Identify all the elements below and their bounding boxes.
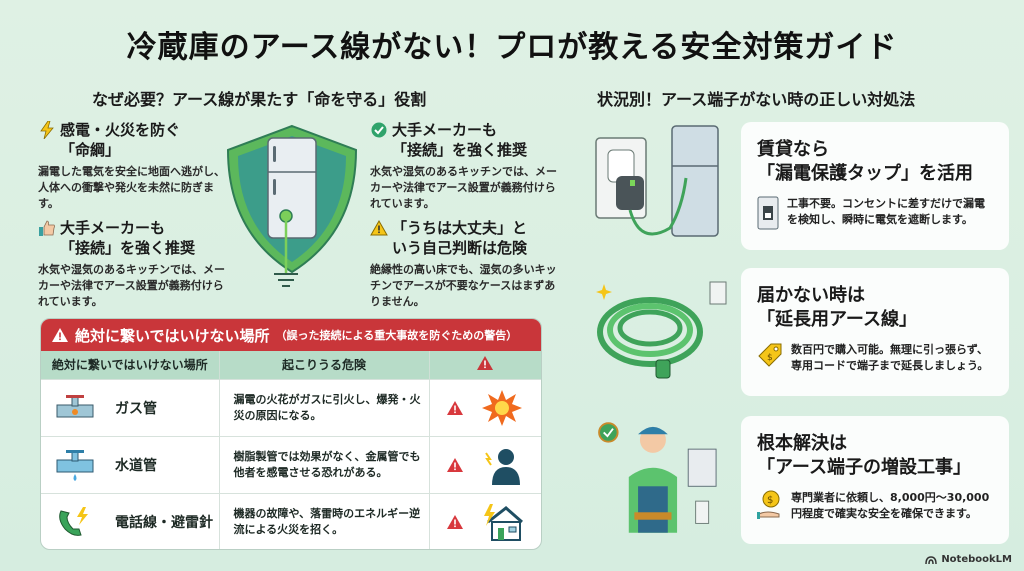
electrician-illustration — [598, 422, 717, 533]
warning-icon — [477, 356, 494, 371]
warning-table: 絶対に繋いではいけない場所 （誤った接続による重大事故を防ぐための警告） 絶対に… — [40, 318, 542, 550]
info-block-lifeline: 感電・火災を防ぐ「命綱」 漏電した電気を安全に地面へ逃がし、人体への衝撃や発火を… — [38, 120, 228, 212]
svg-text:$: $ — [767, 495, 773, 506]
card-title: 届かない時は「延長用アース線」 — [757, 285, 918, 330]
warning-icon — [52, 328, 68, 342]
notebooklm-logo-icon — [925, 555, 938, 564]
brand-watermark: NotebookLM — [925, 554, 1012, 565]
info-block-recommend: 大手メーカーも「接続」を強く推奨 水気や湿気のあるキッチンでは、メーカーや法律で… — [38, 218, 228, 310]
risk-text: 機器の故障や、落雷時のエネルギー逆流による火災を招く。 — [233, 506, 421, 536]
phone-lightning-icon — [59, 506, 88, 536]
warning-icon — [447, 457, 464, 472]
risk-text: 漏電の火花がガスに引火し、爆発・火災の原因になる。 — [233, 392, 421, 422]
page-title: 冷蔵庫のアース線がない！プロが教える安全対策ガイド — [126, 30, 898, 65]
gas-pipe-icon — [56, 394, 94, 417]
card-leakage-tap: 賃貸なら「漏電保護タップ」を活用 工事不要。コンセントに差すだけで漏電を検知し、… — [741, 122, 1009, 250]
column-header-place: 絶対に繋いではいけない場所 — [41, 351, 220, 379]
card-ground-terminal-work: 根本解決は「アース端子の増設工事」 $ 専門業者に依頼し、8,000円〜30,0… — [741, 416, 1009, 544]
shield-fridge-illustration — [226, 124, 358, 287]
right-section-heading: 状況別！アース端子がない時の正しい対処法 — [597, 90, 916, 109]
place-label: ガス管 — [115, 400, 157, 417]
info-body: 漏電した電気を安全に地面へ逃がし、人体への衝撃や発火を未然に防ぎます。 — [38, 165, 225, 210]
info-title-2: 「接続」を強く推奨 — [60, 239, 196, 257]
risk-text: 樹脂製管では効果がなく、金属管でも他者を感電させる恐れがある。 — [233, 449, 421, 479]
info-title-2: 「命綱」 — [60, 141, 121, 159]
info-block-self-judgement: 「うちは大丈夫」という自己判断は危険 絶縁性の高い床でも、湿気の多いキッチンでア… — [370, 218, 560, 310]
info-title-2: 「接続」を強く推奨 — [392, 141, 528, 159]
price-tag-icon: $ — [758, 343, 782, 367]
card-extension-wire: 届かない時は「延長用アース線」 $ 数百円で購入可能。無理に引っ張らず、専用コー… — [741, 268, 1009, 396]
place-label: 水道管 — [115, 457, 157, 474]
card-body: 数百円で購入可能。無理に引っ張らず、専用コードで端子まで延長しましょう。 — [791, 343, 989, 372]
info-title: 大手メーカーも — [392, 121, 498, 139]
warning-banner: 絶対に繋いではいけない場所 （誤った接続による重大事故を防ぐための警告） — [41, 319, 541, 351]
left-section-heading: なぜ必要？アース線が果たす「命を守る」役割 — [92, 90, 427, 109]
table-row: 電話線・避雷針 機器の故障や、落雷時のエネルギー逆流による火災を招く。 — [41, 492, 541, 549]
card-title: 賃貸なら「漏電保護タップ」を活用 — [757, 139, 973, 184]
info-body: 絶縁性の高い床でも、湿気の多いキッチンでアースが不要なケースはまずありません。 — [370, 263, 557, 308]
table-row: 水道管 樹脂製管では効果がなく、金属管でも他者を感電させる恐れがある。 — [41, 435, 541, 493]
card-title: 根本解決は「アース端子の増設工事」 — [757, 433, 972, 478]
water-pipe-icon — [56, 449, 94, 481]
card-body: 専門業者に依頼し、8,000円〜30,000円程度で確実な安全を確保できます。 — [791, 491, 990, 520]
extension-cord-illustration — [596, 281, 727, 379]
warning-icon — [370, 219, 388, 237]
info-body: 水気や湿気のあるキッチンでは、メーカーや法律でアース設置が義務付けられています。 — [38, 263, 225, 308]
info-title: 大手メーカーも — [60, 219, 166, 237]
svg-text:$: $ — [767, 353, 773, 363]
lightning-icon — [38, 121, 56, 139]
info-title: 感電・火災を防ぐ — [60, 121, 181, 139]
warning-banner-subtitle: （誤った接続による重大事故を防ぐための警告） — [275, 329, 518, 342]
house-lightning-icon — [484, 503, 524, 541]
card-body: 工事不要。コンセントに差すだけで漏電を検知し、瞬時に電気を遮断します。 — [787, 197, 985, 226]
tap-fridge-illustration — [595, 125, 719, 237]
info-body: 水気や湿気のあるキッチンでは、メーカーや法律でアース設置が義務付けられています。 — [370, 165, 557, 210]
column-header-warning — [429, 351, 541, 379]
info-block-recommend-2: 大手メーカーも「接続」を強く推奨 水気や湿気のあるキッチンでは、メーカーや法律で… — [370, 120, 560, 212]
coin-hand-icon: $ — [757, 490, 780, 519]
table-row: ガス管 漏電の火花がガスに引火し、爆発・火災の原因になる。 — [41, 378, 541, 436]
switch-icon — [757, 196, 779, 230]
check-icon — [370, 121, 388, 139]
warning-icon — [447, 514, 464, 529]
shocked-person-icon — [485, 448, 521, 485]
warning-banner-title: 絶対に繋いではいけない場所 — [75, 326, 270, 345]
thumbs-up-icon — [38, 219, 56, 237]
brand-label: NotebookLM — [941, 554, 1012, 565]
info-title-2: いう自己判断は危険 — [392, 239, 528, 257]
warning-icon — [447, 400, 464, 415]
column-header-risk: 起こりうる危険 — [219, 351, 430, 379]
info-title: 「うちは大丈夫」と — [392, 219, 528, 237]
place-label: 電話線・避雷針 — [115, 514, 213, 531]
table-header-row: 絶対に繋いではいけない場所 起こりうる危険 — [41, 351, 541, 379]
explosion-icon — [482, 389, 523, 426]
